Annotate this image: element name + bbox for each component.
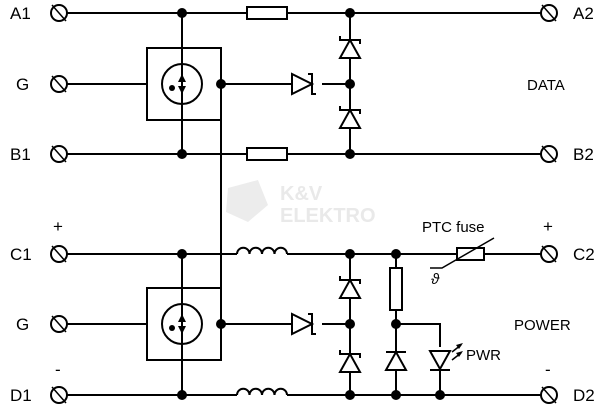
terminal-d2 — [540, 386, 558, 404]
watermark-line2: ELEKTRO — [280, 205, 376, 227]
label-c2: C2 — [573, 245, 595, 264]
polarity-c1: + — [53, 217, 63, 236]
diode-reverse — [384, 349, 408, 371]
theta-symbol: ϑ — [431, 271, 440, 288]
section-label-power: POWER — [514, 317, 571, 334]
section-label-data: DATA — [527, 77, 565, 94]
terminal-c2 — [540, 245, 558, 263]
watermark-logo-icon — [226, 180, 268, 222]
label-d1: D1 — [10, 386, 32, 405]
led-pwr-icon — [428, 343, 463, 372]
watermark-line1: K&V — [280, 183, 323, 205]
resistor-led — [389, 267, 403, 311]
label-g-top: G — [16, 75, 29, 94]
tvs-diode-data-lower — [338, 106, 362, 129]
terminal-a2 — [540, 4, 558, 22]
tvs-diode-power-upper — [338, 276, 362, 299]
inductor-c — [236, 246, 288, 255]
label-b2: B2 — [573, 145, 594, 164]
gas-discharge-tube-bottom — [161, 303, 203, 345]
ptc-fuse-label: PTC fuse — [422, 219, 485, 236]
label-d2: D2 — [573, 386, 595, 405]
tvs-diode-power-horizontal — [291, 312, 316, 336]
tvs-diode-data-upper — [338, 36, 362, 59]
terminal-g-bottom — [50, 315, 68, 333]
label-b1: B1 — [10, 145, 31, 164]
pwr-label: PWR — [466, 347, 501, 364]
label-g-bottom: G — [16, 315, 29, 334]
tvs-diode-power-lower — [338, 350, 362, 373]
polarity-c2: + — [543, 217, 553, 236]
terminal-d1 — [50, 386, 68, 404]
label-a1: A1 — [10, 4, 31, 23]
ptc-fuse — [430, 237, 495, 269]
terminal-b1 — [50, 145, 68, 163]
terminal-a1 — [50, 4, 68, 22]
tvs-diode-data-horizontal — [291, 72, 316, 96]
junction-dots — [177, 8, 445, 400]
polarity-d1: - — [55, 360, 61, 379]
terminal-b2 — [540, 145, 558, 163]
label-a2: A2 — [573, 4, 594, 23]
watermark: K&V ELEKTRO — [226, 180, 376, 227]
terminal-g-top — [50, 75, 68, 93]
inductor-d — [236, 387, 288, 396]
label-c1: C1 — [10, 245, 32, 264]
gas-discharge-tube-top — [161, 63, 203, 105]
terminal-c1 — [50, 245, 68, 263]
data-wires — [67, 12, 541, 324]
resistor-b — [246, 147, 288, 161]
resistor-a — [246, 6, 288, 20]
polarity-d2: - — [545, 360, 551, 379]
